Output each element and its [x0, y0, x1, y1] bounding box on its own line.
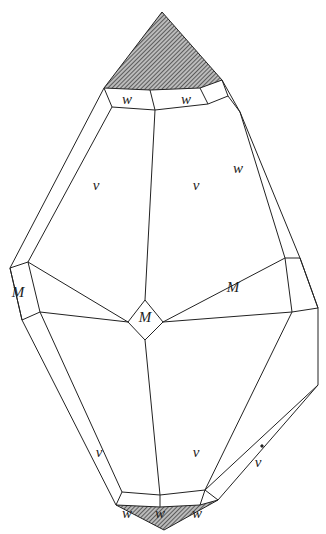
face-letter: w — [155, 506, 165, 521]
face-letter: v — [193, 445, 200, 460]
face-letter: w — [181, 92, 191, 107]
face-letter: v — [93, 178, 100, 193]
face-letter: M — [12, 285, 25, 300]
face-letter: w — [233, 161, 243, 176]
face-letter: w — [122, 92, 132, 107]
face-letter: w — [192, 506, 202, 521]
face-letter: M — [227, 280, 240, 295]
face-letter: v — [193, 178, 200, 193]
face-letter: v — [96, 445, 103, 460]
face-letter: v — [255, 455, 262, 470]
face-letter: M — [139, 310, 152, 325]
face-letter: w — [122, 506, 132, 521]
